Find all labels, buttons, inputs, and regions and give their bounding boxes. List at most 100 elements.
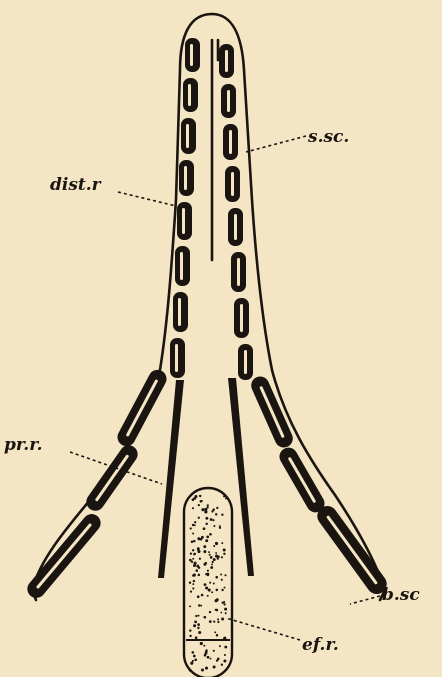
stipple-dot [208, 551, 210, 553]
stipple-dot [199, 558, 201, 560]
stipple-dot [193, 540, 195, 542]
stipple-dot [199, 495, 201, 497]
stipple-dot [217, 621, 219, 623]
stipple-dot [201, 508, 204, 511]
stipple-dot [190, 527, 192, 529]
stipple-dot [193, 497, 196, 500]
stipple-dot [205, 523, 207, 525]
stipple-dot [218, 556, 220, 558]
stipple-dot [192, 587, 194, 589]
stipple-dot [208, 588, 211, 591]
stipple-dot [203, 545, 206, 548]
stipple-dot [219, 527, 221, 529]
stipple-dot [209, 620, 212, 623]
stipple-dot [190, 662, 193, 665]
stipple-dot [217, 618, 219, 620]
stipple-dot [215, 513, 217, 515]
stipple-dot [215, 542, 218, 545]
stipple-dot [221, 664, 223, 666]
stipple-dot [216, 598, 219, 601]
stipple-dot [220, 612, 222, 614]
stipple-dot [219, 525, 221, 527]
stipple-dot [213, 620, 215, 622]
stipple-dot [223, 637, 226, 640]
stipple-dot [214, 631, 216, 633]
stipple-dot [192, 549, 194, 551]
stipple-dot [224, 654, 226, 656]
stipple-dot [219, 645, 221, 647]
stipple-dot [209, 554, 211, 556]
stipple-dot [197, 623, 200, 626]
stipple-dot [223, 603, 225, 605]
stipple-dot [213, 650, 215, 652]
label-s-sc: s.sc. [307, 127, 349, 147]
stipple-dot [192, 524, 194, 526]
stipple-dot [206, 536, 209, 539]
stipple-dot [197, 537, 200, 540]
stipple-dot [204, 583, 207, 586]
stipple-dot [206, 649, 208, 651]
stipple-dot [213, 665, 216, 668]
stipple-dot [215, 552, 217, 554]
stipple-dot [192, 507, 194, 509]
stipple-dot [205, 539, 208, 542]
stipple-dot [198, 517, 200, 519]
stipple-dot [189, 581, 191, 583]
stipple-dot [224, 646, 227, 649]
stipple-dot [207, 574, 210, 577]
stipple-dot [198, 566, 201, 569]
stipple-dot [203, 616, 206, 619]
stipple-dot [207, 595, 209, 597]
stipple-dot [191, 560, 193, 562]
stippled-rod [184, 488, 232, 677]
stipple-dot [198, 631, 201, 634]
stipple-dot [193, 553, 196, 556]
stipple-dot [207, 504, 209, 506]
stipple-dot [204, 654, 207, 657]
stipple-dot [191, 651, 194, 654]
stipple-dot [216, 507, 218, 509]
stipple-dot [189, 629, 191, 631]
stipple-dot [221, 617, 224, 620]
stipple-dot [192, 574, 194, 576]
stipple-dot [205, 517, 208, 520]
stipple-dot [221, 542, 223, 544]
stipple-dot [225, 612, 227, 614]
stipple-dot [194, 562, 197, 565]
stipple-dot [195, 636, 198, 639]
stipple-dot [215, 609, 217, 611]
stipple-dot [196, 569, 199, 572]
stipple-dot [201, 594, 204, 597]
basal-segments-left [24, 367, 170, 602]
distal-radials-right [219, 44, 253, 380]
stipple-dot [210, 556, 213, 559]
stipple-dot [200, 605, 202, 607]
stipple-dot [201, 669, 204, 672]
stipple-dot [200, 642, 203, 645]
label-ef-r: ef.r. [302, 635, 339, 655]
stipple-dot [207, 656, 210, 659]
stipple-dot [192, 583, 194, 585]
stipple-dot [210, 658, 212, 660]
stipple-dot [198, 574, 201, 577]
fin-inner-line [212, 40, 218, 260]
stipple-dot [212, 561, 214, 563]
stipple-dot [224, 574, 226, 576]
stipple-dot [189, 635, 191, 637]
stipple-dot [197, 615, 199, 617]
stipple-dot [224, 587, 226, 589]
stipple-dot [211, 591, 213, 593]
stipple-dot [198, 504, 200, 506]
stipple-dot [194, 658, 197, 661]
stipple-dot [203, 645, 205, 647]
stipple-dot [213, 545, 215, 547]
stipple-dot [223, 553, 225, 555]
label-b-sc: b.sc [382, 585, 420, 605]
stipple-dot [224, 608, 227, 611]
label-pr-r: pr.r. [4, 435, 43, 455]
stipple-dot [198, 604, 200, 606]
stipple-dot [204, 508, 207, 511]
stipple-dot [210, 566, 213, 569]
stipple-dot [225, 498, 227, 500]
